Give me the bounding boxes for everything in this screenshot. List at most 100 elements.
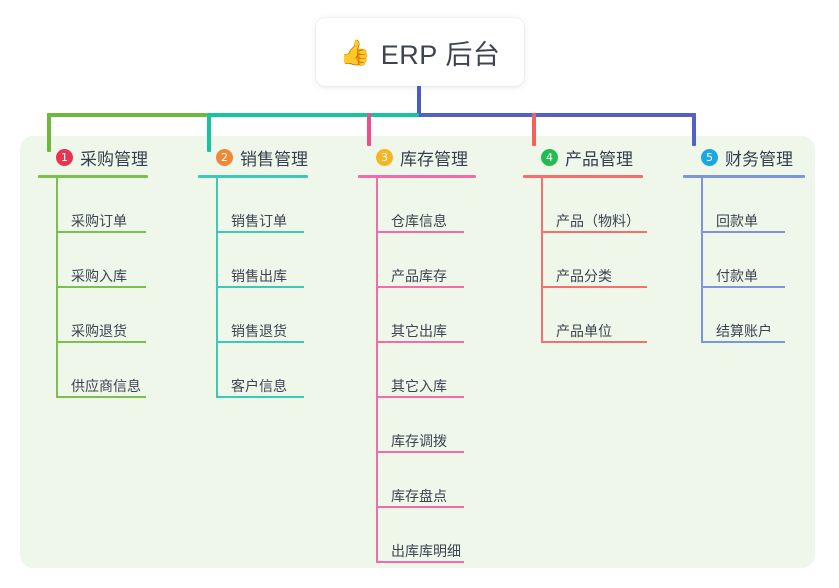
leaf-item[interactable]: 销售退货 (198, 288, 308, 343)
column-spine-purchase (56, 178, 58, 398)
leaf-item-label: 回款单 (716, 213, 758, 229)
column-header-sales[interactable]: 2 销售管理 (198, 145, 308, 169)
column-spine-finance (701, 178, 703, 343)
leaf-item[interactable]: 客户信息 (198, 343, 308, 398)
column-title-purchase: 采购管理 (80, 149, 148, 169)
leaf-item[interactable]: 采购入库 (38, 233, 148, 288)
leaf-item-rule (216, 286, 304, 288)
leaf-item[interactable]: 结算账户 (683, 288, 805, 343)
connector-stem (417, 86, 421, 117)
column-items-product: 产品（物料） 产品分类产品单位 (523, 178, 647, 343)
leaf-item[interactable]: 采购退货 (38, 288, 148, 343)
connector-inventory (367, 113, 371, 146)
column-header-inventory[interactable]: 3 库存管理 (358, 145, 476, 169)
leaf-item-rule (216, 231, 304, 233)
leaf-item-rule (56, 341, 146, 343)
leaf-item-rule (541, 341, 647, 343)
leaf-item[interactable]: 供应商信息 (38, 343, 148, 398)
leaf-item-label: 产品（物料） (556, 213, 640, 229)
connector-sales (207, 113, 211, 152)
leaf-item-label: 库存盘点 (391, 488, 447, 504)
leaf-item[interactable]: 销售出库 (198, 233, 308, 288)
leaf-item-label: 采购退货 (71, 323, 127, 339)
leaf-item-rule (376, 506, 464, 508)
leaf-item-rule (376, 396, 464, 398)
leaf-item[interactable]: 产品分类 (523, 233, 647, 288)
leaf-item-label: 销售退货 (231, 323, 287, 339)
leaf-item-rule (216, 341, 304, 343)
column-title-finance: 财务管理 (725, 149, 793, 169)
leaf-item-rule (701, 286, 785, 288)
connector-bar-green (47, 113, 207, 117)
leaf-item[interactable]: 产品库存 (358, 233, 476, 288)
column-header-rule-purchase (38, 175, 148, 178)
connector-finance (692, 113, 696, 146)
column-title-inventory: 库存管理 (400, 149, 468, 169)
column-title-product: 产品管理 (565, 149, 633, 169)
column-title-sales: 销售管理 (240, 149, 308, 169)
leaf-item[interactable]: 产品单位 (523, 288, 647, 343)
leaf-item-label: 销售订单 (231, 213, 287, 229)
leaf-item-rule (376, 286, 464, 288)
column-header-rule-product (523, 175, 643, 178)
column-header-rule-sales (198, 175, 308, 178)
leaf-item-label: 采购入库 (71, 268, 127, 284)
leaf-item-rule (56, 286, 146, 288)
diagram-panel (20, 136, 815, 568)
leaf-item[interactable]: 其它入库 (358, 343, 476, 398)
root-node-title: ERP 后台 (380, 39, 501, 70)
column-header-rule-finance (683, 175, 805, 178)
leaf-item-label: 仓库信息 (391, 213, 447, 229)
column-badge-product: 4 (541, 148, 558, 166)
leaf-item-label: 库存调拨 (391, 433, 447, 449)
column-header-purchase[interactable]: 1 采购管理 (38, 145, 148, 169)
column-items-inventory: 仓库信息产品库存其它出库其它入库库存调拨库存盘点出库库明细 (358, 178, 476, 563)
connector-product (532, 113, 536, 146)
leaf-item-label: 产品单位 (556, 323, 612, 339)
leaf-item-label: 供应商信息 (71, 378, 141, 394)
leaf-item[interactable]: 出库库明细 (358, 508, 476, 563)
leaf-item-label: 其它出库 (391, 323, 447, 339)
column-header-rule-inventory (358, 175, 476, 178)
column-items-purchase: 采购订单采购入库采购退货供应商信息 (38, 178, 148, 398)
thumbs-up-icon: 👍 (339, 38, 371, 67)
leaf-item-rule (541, 231, 647, 233)
column-items-finance: 回款单付款单结算账户 (683, 178, 805, 343)
column-items-sales: 销售订单销售出库销售退货客户信息 (198, 178, 308, 398)
column-spine-product (541, 178, 543, 343)
leaf-item-rule (216, 396, 304, 398)
leaf-item-label: 产品分类 (556, 268, 612, 284)
leaf-item[interactable]: 其它出库 (358, 288, 476, 343)
leaf-item-label: 付款单 (716, 268, 758, 284)
column-badge-purchase: 1 (56, 148, 73, 166)
leaf-item[interactable]: 采购订单 (38, 178, 148, 233)
leaf-item[interactable]: 库存盘点 (358, 453, 476, 508)
column-sales: 2 销售管理销售订单销售出库销售退货客户信息 (198, 145, 308, 398)
leaf-item[interactable]: 回款单 (683, 178, 805, 233)
leaf-item[interactable]: 产品（物料） (523, 178, 647, 233)
leaf-item[interactable]: 付款单 (683, 233, 805, 288)
leaf-item-label: 出库库明细 (391, 543, 461, 559)
leaf-item-rule (701, 341, 785, 343)
leaf-item-label: 其它入库 (391, 378, 447, 394)
leaf-item-label: 采购订单 (71, 213, 127, 229)
column-badge-sales: 2 (216, 148, 233, 166)
leaf-item-label: 产品库存 (391, 268, 447, 284)
column-spine-sales (216, 178, 218, 398)
leaf-item-label: 客户信息 (231, 378, 287, 394)
leaf-item[interactable]: 库存调拨 (358, 398, 476, 453)
column-purchase: 1 采购管理采购订单采购入库采购退货供应商信息 (38, 145, 148, 398)
connector-bar-blue (419, 113, 696, 117)
leaf-item[interactable]: 仓库信息 (358, 178, 476, 233)
leaf-item-rule (56, 231, 146, 233)
leaf-item-rule (376, 451, 464, 453)
column-badge-inventory: 3 (376, 148, 393, 166)
connector-bar-teal (207, 113, 419, 117)
leaf-item-rule (56, 396, 146, 398)
leaf-item[interactable]: 销售订单 (198, 178, 308, 233)
root-node-card[interactable]: 👍 ERP 后台 (316, 18, 524, 86)
leaf-item-rule (701, 231, 785, 233)
column-header-product[interactable]: 4 产品管理 (523, 145, 643, 169)
